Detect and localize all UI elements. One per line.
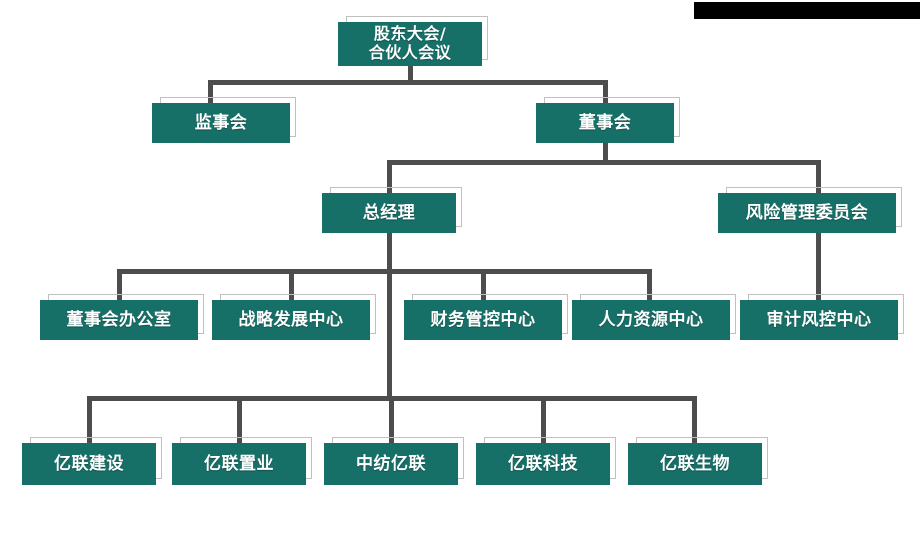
node-board-of-directors[interactable]: 董事会 [536,97,680,143]
node-label: 战略发展中心 [238,309,344,330]
node-body: 亿联科技 [476,443,610,485]
node-subsidiary-textile[interactable]: 中纺亿联 [324,437,464,485]
node-human-resources-center[interactable]: 人力资源中心 [572,294,736,340]
node-label: 亿联建设 [54,453,124,474]
node-shareholders-meeting[interactable]: 股东大会/ 合伙人会议 [338,16,488,66]
node-body: 总经理 [322,193,456,233]
node-subsidiary-realty[interactable]: 亿联置业 [172,437,312,485]
node-body: 股东大会/ 合伙人会议 [338,22,482,66]
connector-drop-sub-tech [541,396,546,444]
connector-drop-sub-bio [692,396,697,444]
redacted-header-bar [694,2,920,19]
node-label: 风险管理委员会 [745,202,869,223]
connector-drop-sub-const [87,396,92,444]
node-subsidiary-technology[interactable]: 亿联科技 [476,437,616,485]
node-body: 监事会 [152,103,290,143]
connector-level4-bus [117,269,652,274]
connector-level3-bus [387,160,821,165]
node-risk-management-committee[interactable]: 风险管理委员会 [718,187,902,233]
node-body: 风险管理委员会 [718,193,896,233]
connector-drop-board [603,80,608,104]
node-body: 人力资源中心 [572,300,730,340]
connector-board-stem [603,143,608,164]
connector-drop-finance [481,269,486,301]
connector-risk-to-audit [816,233,821,301]
connector-gm-spine [387,233,392,401]
node-general-manager[interactable]: 总经理 [322,187,462,233]
node-label: 董事会办公室 [66,309,172,330]
node-label: 总经理 [362,202,416,223]
connector-drop-strategy [289,269,294,301]
node-body: 亿联置业 [172,443,306,485]
connector-shareholders-stem [408,66,413,84]
node-board-of-supervisors[interactable]: 监事会 [152,97,296,143]
connector-drop-supervisors [208,80,213,104]
connector-drop-sub-realty [237,396,242,444]
node-label: 亿联置业 [204,453,274,474]
connector-drop-board-office [117,269,122,301]
node-body: 财务管控中心 [404,300,562,340]
node-label: 人力资源中心 [598,309,704,330]
node-body: 亿联建设 [22,443,156,485]
node-label: 股东大会/ 合伙人会议 [368,24,452,62]
node-body: 董事会 [536,103,674,143]
node-body: 亿联生物 [628,443,762,485]
node-label: 董事会 [578,112,632,133]
node-label: 监事会 [194,112,248,133]
node-body: 战略发展中心 [212,300,370,340]
node-strategy-development-center[interactable]: 战略发展中心 [212,294,376,340]
node-label: 中纺亿联 [356,453,426,474]
node-financial-control-center[interactable]: 财务管控中心 [404,294,568,340]
node-label: 财务管控中心 [430,309,536,330]
node-label: 审计风控中心 [766,309,872,330]
node-subsidiary-construction[interactable]: 亿联建设 [22,437,162,485]
connector-drop-hr [647,269,652,301]
node-label: 亿联科技 [508,453,578,474]
connector-drop-risk-committee [816,160,821,194]
connector-level2-bus [208,80,608,85]
connector-drop-gm [387,160,392,194]
node-body: 中纺亿联 [324,443,458,485]
node-body: 审计风控中心 [740,300,898,340]
node-body: 董事会办公室 [40,300,198,340]
node-label: 亿联生物 [660,453,730,474]
connector-drop-sub-textile [389,396,394,444]
node-subsidiary-biotech[interactable]: 亿联生物 [628,437,768,485]
node-audit-risk-control-center[interactable]: 审计风控中心 [740,294,904,340]
node-board-office[interactable]: 董事会办公室 [40,294,204,340]
